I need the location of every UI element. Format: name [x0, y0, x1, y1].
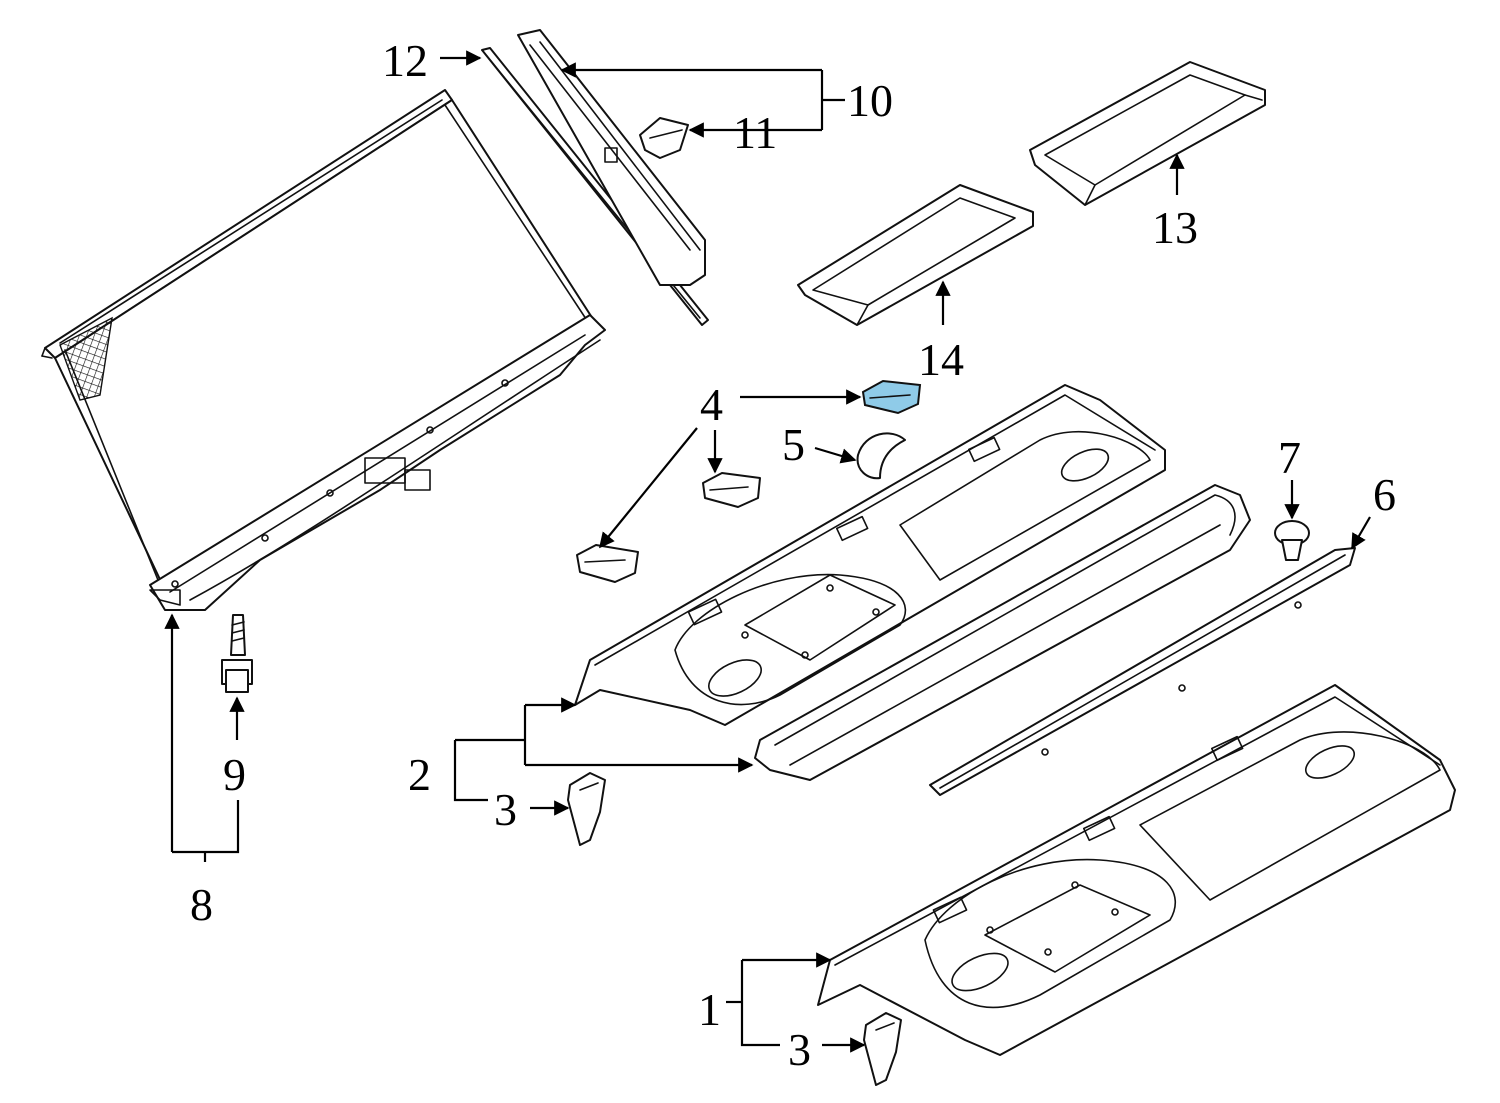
callout-3-upper: 3 — [494, 784, 517, 835]
callout-14: 14 — [918, 334, 964, 385]
part-clip-4-lower — [576, 544, 639, 583]
part-clip-3-lower — [863, 1012, 902, 1086]
leader-lines — [164, 50, 1371, 1053]
part-clip-11 — [639, 117, 689, 159]
callout-5: 5 — [782, 419, 805, 470]
callout-3-lower: 3 — [788, 1024, 811, 1075]
part-package-tray-upper — [574, 384, 1166, 726]
callout-4: 4 — [700, 379, 723, 430]
part-package-tray-lower — [817, 684, 1456, 1056]
part-clip-3-upper — [567, 772, 606, 846]
part-clip-4-middle — [702, 472, 761, 508]
callout-9: 9 — [223, 749, 246, 800]
callout-1: 1 — [698, 984, 721, 1035]
part-panel-13 — [1029, 61, 1266, 206]
part-bolt — [221, 614, 253, 693]
part-cargo-net-assembly — [41, 89, 606, 611]
callout-7: 7 — [1278, 432, 1301, 483]
callout-8: 8 — [190, 879, 213, 930]
part-grommet-5 — [856, 432, 906, 480]
part-panel-14 — [797, 184, 1034, 326]
part-clip-4-highlighted — [861, 379, 922, 415]
callout-12: 12 — [382, 35, 428, 86]
part-push-pin-7 — [1274, 520, 1310, 561]
callout-11: 11 — [733, 107, 777, 158]
part-trim-strip-6 — [929, 547, 1356, 796]
callout-10: 10 — [847, 75, 893, 126]
part-trim-panel-lower-upper — [754, 484, 1251, 781]
callout-6: 6 — [1373, 469, 1396, 520]
callout-13: 13 — [1152, 202, 1198, 253]
callout-2: 2 — [408, 749, 431, 800]
